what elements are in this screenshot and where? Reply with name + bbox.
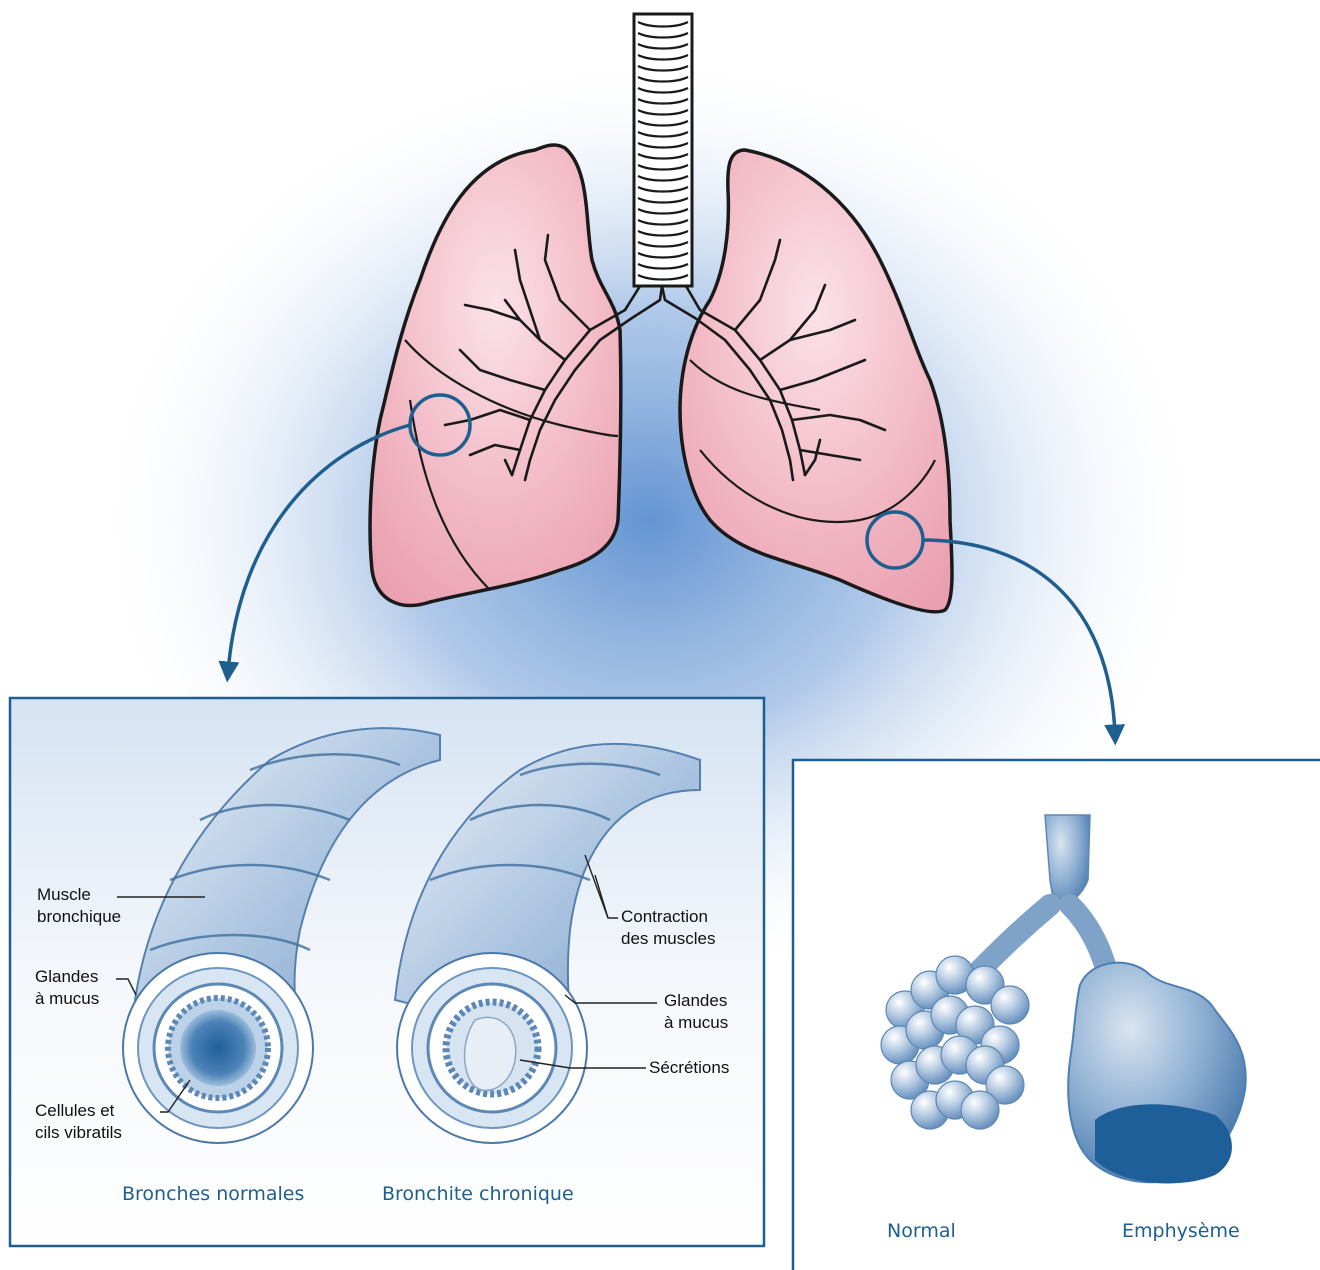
label-cellules: Cellules et cils vibratils xyxy=(35,1100,122,1144)
caption-normal-bronchi: Bronches normales xyxy=(122,1182,304,1206)
label-secretions: Sécrétions xyxy=(649,1057,729,1079)
caption-normal-alveoli: Normal xyxy=(887,1219,956,1243)
label-line: Glandes xyxy=(664,990,728,1012)
label-line: à mucus xyxy=(35,988,99,1010)
trachea xyxy=(634,14,692,286)
label-line: bronchique xyxy=(37,906,121,928)
label-contraction: Contraction des muscles xyxy=(621,906,715,950)
label-line: Contraction xyxy=(621,906,715,928)
alveolus xyxy=(991,986,1029,1024)
caption-chronic-bronchitis: Bronchite chronique xyxy=(382,1182,574,1206)
label-glandes-left: Glandes à mucus xyxy=(35,966,99,1010)
label-glandes-right: Glandes à mucus xyxy=(664,990,728,1034)
label-line: Glandes xyxy=(35,966,99,988)
label-line: cils vibratils xyxy=(35,1122,122,1144)
caption-emphysema: Emphysème xyxy=(1122,1219,1240,1243)
label-muscle-bronchique: Muscle bronchique xyxy=(37,884,121,928)
label-line: à mucus xyxy=(664,1012,728,1034)
label-line: des muscles xyxy=(621,928,715,950)
label-line: Cellules et xyxy=(35,1100,122,1122)
label-line: Muscle xyxy=(37,884,121,906)
alveolus xyxy=(961,1091,999,1129)
